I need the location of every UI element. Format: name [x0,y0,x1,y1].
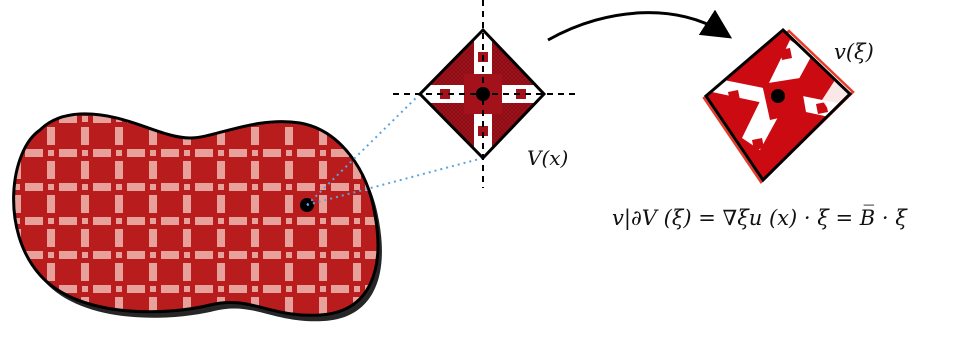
boundary-equation: v|∂V (ξ) = ∇ξu (x) · ξ = B̅ · ξ [612,206,907,230]
deformed-center-point [771,89,785,103]
guide-line-lower [306,157,484,206]
mapping-arrow [547,9,733,42]
deformation-label: v(ξ) [834,40,874,64]
guide-line-upper [306,93,421,206]
body-domain [12,112,382,322]
cell-label: V(x) [527,146,569,170]
cell-center-point [476,87,490,101]
